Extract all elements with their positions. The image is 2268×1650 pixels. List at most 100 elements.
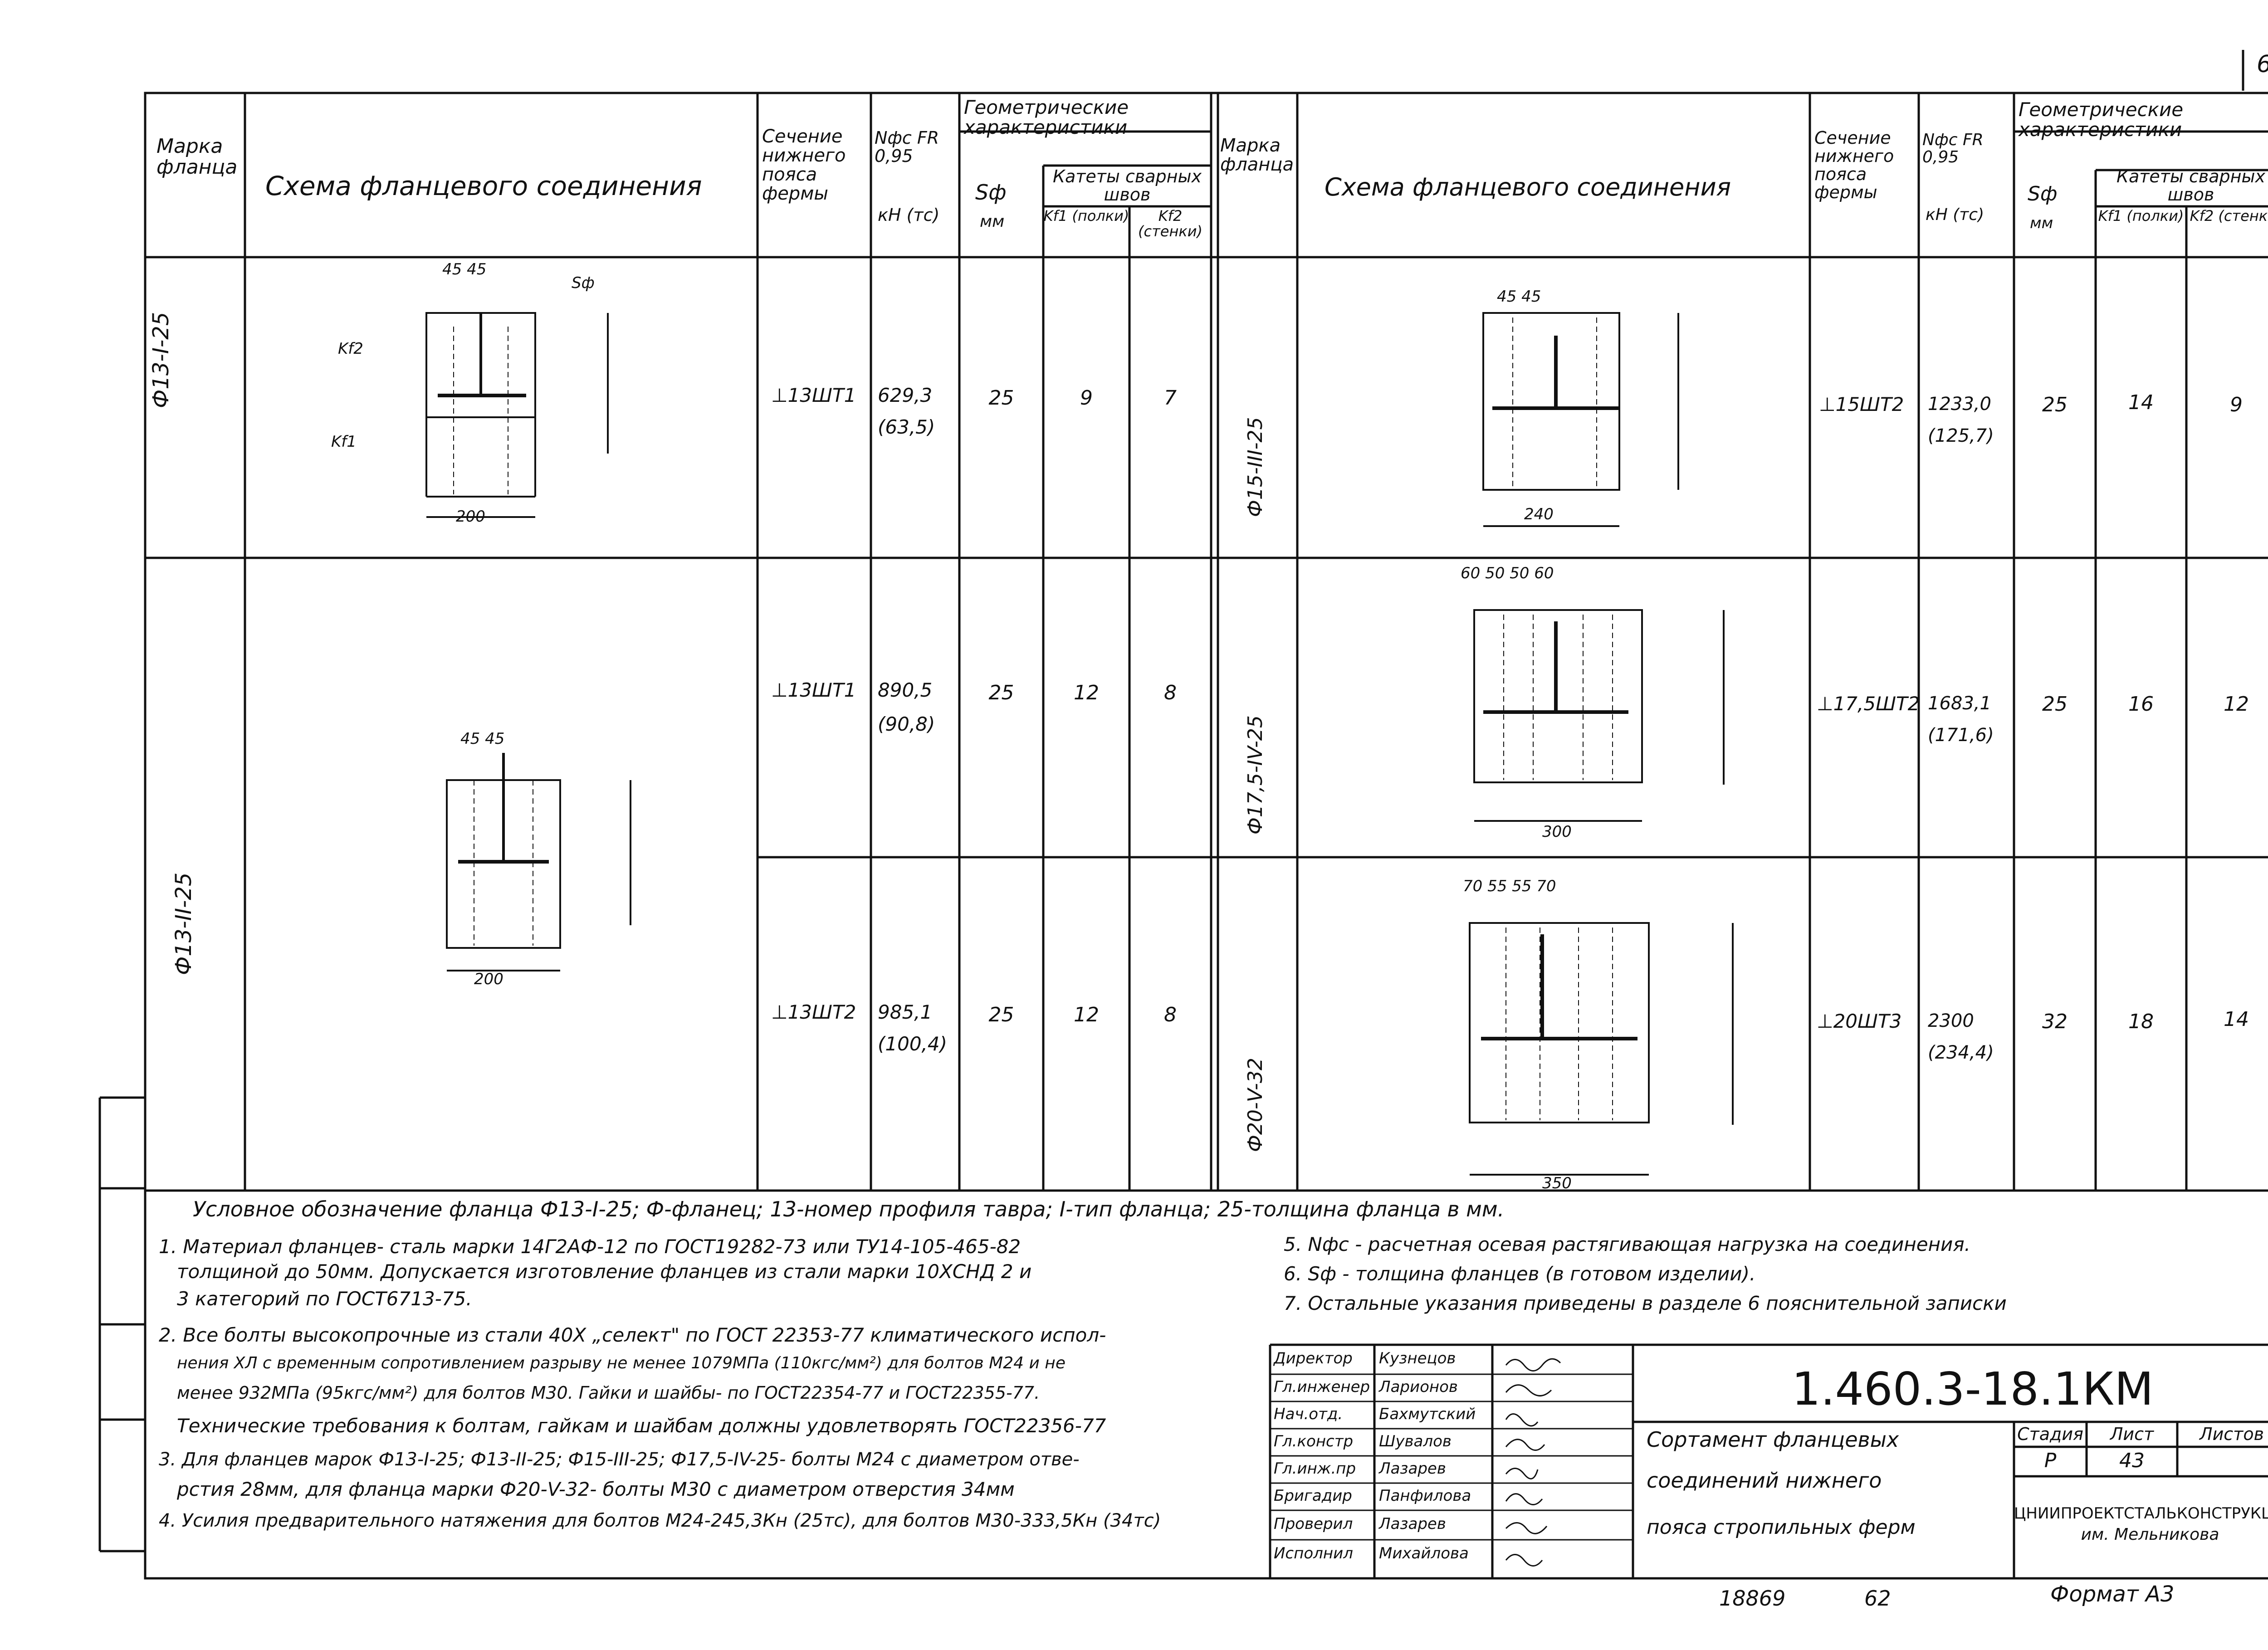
kf1-left-2: 12	[1074, 681, 1099, 704]
kf1-left-3: 12	[1074, 1003, 1099, 1026]
kf2-left-1: 7	[1164, 386, 1177, 410]
header-katety: Катеты сварных швов	[1052, 166, 1202, 205]
header-kf2: Kf2 (стенки)	[1138, 207, 1202, 240]
inventory-number-2: 62	[1864, 1586, 1891, 1611]
format-label: Формат А3	[2050, 1582, 2175, 1607]
note-5: 5. Nфс - расчетная осевая растягивающая …	[1284, 1233, 1970, 1255]
note-1b: толщиной до 50мм. Допускается изготовлен…	[177, 1260, 1032, 1283]
stamp-name-5: Лазарев	[1379, 1460, 1446, 1478]
stamp-title-1: Сортамент фланцевых	[1647, 1427, 1899, 1452]
stamp-name-2: Ларионов	[1379, 1378, 1458, 1396]
note-3b: рстия 28мм, для фланца марки Ф20-V-32- б…	[177, 1478, 1015, 1500]
header-section-right: Сечение нижнего пояса фермы	[1814, 128, 1894, 202]
header-scheme: Схема фланцевого соединения	[265, 171, 702, 201]
stamp-name-3: Бахмутский	[1379, 1405, 1476, 1423]
stamp-role-8: Исполнил	[1274, 1544, 1353, 1562]
flange-drawing-2	[446, 753, 631, 971]
svg-text:Kf2: Kf2	[338, 340, 363, 358]
inventory-number: 18869	[1719, 1586, 1786, 1611]
nfc-tc-right-2: (171,6)	[1928, 725, 1994, 746]
sf-right-3: 32	[2042, 1010, 2068, 1033]
stamp-title-3: пояса стропильных ферм	[1647, 1516, 1916, 1539]
stamp-role-2: Гл.инженер	[1274, 1378, 1370, 1396]
nfc-left-3: 985,1	[878, 1001, 933, 1023]
header-sf: Sф	[975, 180, 1007, 205]
section-left-1: ⊥13ШТ1	[771, 384, 856, 406]
stamp-sheet-header: Лист	[2110, 1424, 2154, 1444]
stamp-stage-header: Стадия	[2017, 1424, 2083, 1444]
svg-text:60 50 50 60: 60 50 50 60	[1461, 564, 1554, 582]
header-sf-unit: мм	[980, 212, 1005, 231]
note-1a: 1. Материал фланцев- сталь марки 14Г2АФ-…	[159, 1235, 1021, 1258]
sf-left-3: 25	[988, 1003, 1014, 1026]
sf-right-1: 25	[2042, 393, 2068, 416]
header-kf1: Kf1 (полки)	[1043, 207, 1129, 225]
stamp-name-7: Лазарев	[1379, 1515, 1446, 1533]
header-nfc: Nфс FR 0,95	[875, 128, 939, 166]
flange-drawing-5	[1469, 922, 1734, 1176]
kf1-right-3: 18	[2128, 1010, 2154, 1033]
signatures	[1505, 1358, 1561, 1567]
nfc-tc-left-2: (90,8)	[878, 713, 935, 735]
flange-drawing-1	[425, 312, 609, 518]
header-katety-right: Катеты сварных швов	[2116, 166, 2266, 205]
stamp-title-2: соединений нижнего	[1647, 1468, 1882, 1493]
header-mark: Марка фланца	[156, 135, 238, 179]
flange-drawing-3	[1482, 312, 1679, 527]
stamp-role-3: Нач.отд.	[1274, 1405, 1343, 1423]
nfc-right-1: 1233,0	[1928, 394, 1991, 415]
stamp-org: ЦНИИПРОЕКТСТАЛЬКОНСТРУКЦИЯ	[2014, 1504, 2268, 1523]
header-nfc-right: Nфс FR 0,95	[1922, 131, 1984, 166]
header-geom: Геометрические характеристики	[964, 96, 1129, 139]
kf1-right-1: 14	[2128, 391, 2154, 414]
note-4: 4. Усилия предварительного натяжения для…	[159, 1510, 1161, 1531]
header-scheme-right: Схема фланцевого соединения	[1325, 173, 1731, 201]
stamp-org-2: им. Мельникова	[2081, 1525, 2219, 1544]
page-number: 61	[2257, 52, 2268, 77]
kf2-right-3: 14	[2224, 1008, 2249, 1031]
svg-text:Sф: Sф	[572, 274, 595, 292]
note-6: 6. Sф - толщина фланцев (в готовом издел…	[1284, 1263, 1756, 1285]
header-nfc-unit: кН (тс)	[878, 205, 940, 225]
kf1-right-2: 16	[2128, 693, 2154, 716]
stamp-sheet: 43	[2119, 1449, 2145, 1472]
note-2d: Технические требования к болтам, гайкам …	[177, 1415, 1106, 1437]
header-sf-unit-right: мм	[2030, 214, 2053, 232]
note-2a: 2. Все болты высокопрочные из стали 40Х …	[159, 1324, 1106, 1346]
kf2-right-2: 12	[2224, 693, 2249, 716]
svg-text:350: 350	[1542, 1174, 1572, 1192]
header-section: Сечение нижнего пояса фермы	[762, 126, 846, 204]
kf2-right-1: 9	[2230, 393, 2243, 416]
sf-left-2: 25	[988, 681, 1014, 704]
header-mark-right: Марка фланца	[1220, 135, 1294, 175]
section-left-2: ⊥13ШТ1	[771, 679, 856, 701]
section-right-3: ⊥20ШТ3	[1817, 1010, 1902, 1032]
header-geom-right: Геометрические характеристики	[2019, 98, 2184, 141]
stamp-name-6: Панфилова	[1379, 1487, 1471, 1505]
header-nfc-unit-right: кН (тс)	[1926, 205, 1984, 224]
stamp-role-4: Гл.констр	[1274, 1432, 1354, 1450]
flange-drawing-4	[1473, 609, 1725, 822]
svg-text:240: 240	[1524, 505, 1554, 523]
svg-text:45 45: 45 45	[460, 730, 504, 748]
nfc-tc-left-3: (100,4)	[878, 1033, 948, 1055]
nfc-tc-left-1: (63,5)	[878, 416, 935, 438]
section-left-3: ⊥13ШТ2	[771, 1001, 856, 1023]
svg-text:200: 200	[474, 970, 503, 988]
note-2b: нения ХЛ с временным сопротивлением разр…	[177, 1354, 1066, 1372]
kf2-left-3: 8	[1164, 1003, 1177, 1026]
stamp-role-1: Директор	[1274, 1349, 1353, 1367]
nfc-right-3: 2300	[1928, 1011, 1974, 1031]
nfc-tc-right-1: (125,7)	[1928, 425, 1994, 446]
svg-text:300: 300	[1542, 823, 1572, 841]
legend-note: Условное обозначение фланца Ф13-I-25; Ф-…	[193, 1197, 1505, 1221]
stamp-name-4: Шувалов	[1379, 1432, 1452, 1450]
header-kf2-right: Kf2 (стенки)	[2190, 207, 2268, 225]
section-right-1: ⊥15ШТ2	[1819, 393, 1904, 415]
svg-text:45 45: 45 45	[442, 260, 486, 278]
stamp-role-6: Бригадир	[1274, 1487, 1352, 1505]
kf1-left-1: 9	[1080, 386, 1093, 410]
nfc-right-2: 1683,1	[1928, 693, 1991, 714]
